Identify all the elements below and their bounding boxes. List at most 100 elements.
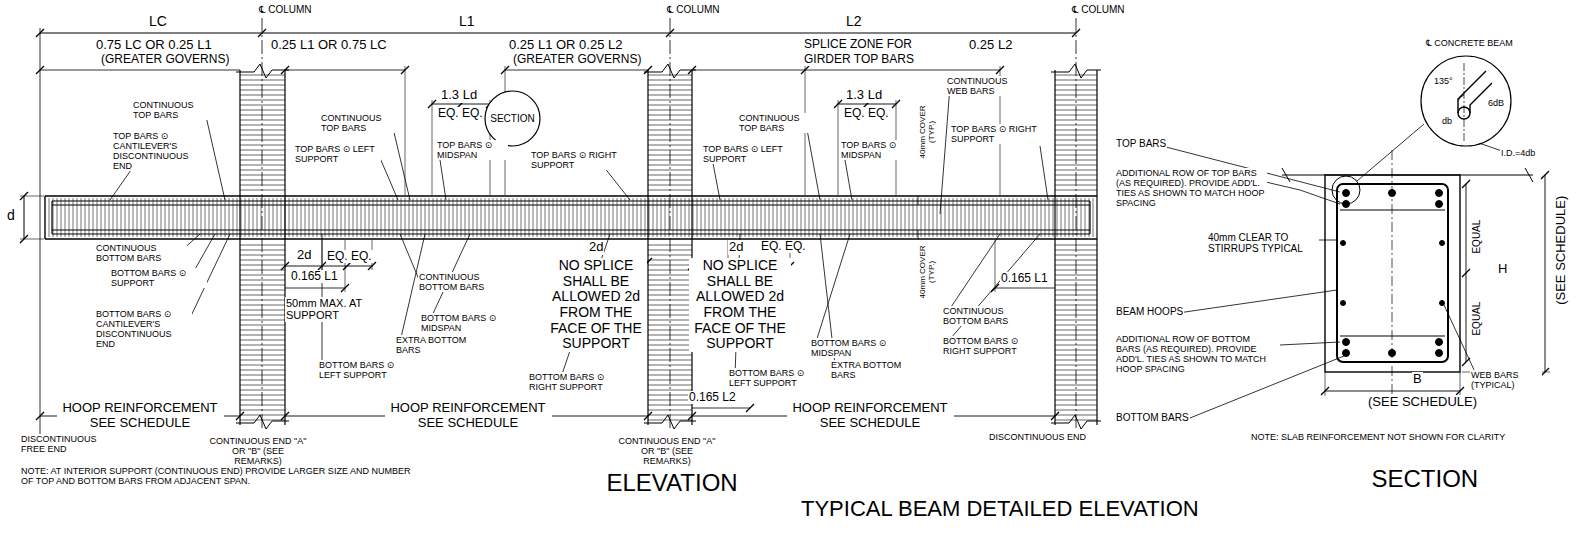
web-bar xyxy=(1341,301,1346,306)
annotation-label: 0.165 L2 xyxy=(688,391,737,404)
annotation-label: TOP BARS ⊙ MIDSPAN xyxy=(840,140,912,160)
dimension-tick xyxy=(1541,171,1549,179)
column-centerline xyxy=(262,18,263,430)
annotation-label: EQ. EQ. xyxy=(760,240,807,253)
annotation-label: EQ. EQ. xyxy=(437,107,484,120)
annotation-label: HOOP REINFORCEMENT SEE SCHEDULE xyxy=(385,401,552,430)
beam-hoops xyxy=(49,198,1093,237)
dimension-tick xyxy=(281,66,289,74)
rotated-dimension-label: EQUAL xyxy=(1471,218,1482,254)
annotation-label: I.D.=4db xyxy=(1500,148,1536,158)
annotation-label: NOTE: SLAB REINFORCEMENT NOT SHOWN FOR C… xyxy=(1250,432,1506,442)
annotation-label: TOP BARS ⊙ LEFT SUPPORT xyxy=(702,144,789,164)
rebar xyxy=(1343,339,1350,346)
column-face xyxy=(1096,70,1097,425)
dimension-tick xyxy=(1072,29,1080,37)
dimension-line xyxy=(505,70,648,71)
bar-hook xyxy=(1089,201,1090,234)
break-mark xyxy=(236,64,289,78)
annotation-label: DISCONTINUOUS END xyxy=(988,432,1087,442)
annotation-label: d xyxy=(6,208,16,224)
leader-line xyxy=(945,234,1040,345)
leader-line xyxy=(806,124,820,200)
leader-line xyxy=(845,160,852,200)
column-face xyxy=(239,70,240,425)
leader-line xyxy=(1178,290,1337,313)
annotation-label: 2d xyxy=(588,240,604,255)
leader-line xyxy=(1040,146,1048,200)
annotation-label: (SEE SCHEDULE) xyxy=(1367,395,1478,410)
extension-line xyxy=(1460,372,1461,396)
annotation-label: H xyxy=(1497,262,1508,277)
annotation-label: 0.25 L1 OR 0.25 L2 xyxy=(508,38,623,53)
rebar xyxy=(1436,350,1443,357)
beam-outline xyxy=(44,196,45,239)
rotated-dimension-label: (SEE SCHEDULE) xyxy=(1554,194,1569,305)
annotation-label: TOP BARS xyxy=(1115,138,1167,149)
dimension-tick xyxy=(688,412,696,420)
hook-detail-circle: 135° 6dB db xyxy=(1420,55,1512,147)
column-face xyxy=(284,70,285,425)
dimension-line xyxy=(24,196,25,239)
dimension-tick xyxy=(281,262,289,270)
dimension-line xyxy=(40,33,1076,34)
break-mark xyxy=(1525,168,1533,182)
extension-line xyxy=(1325,372,1326,396)
rebar xyxy=(1436,339,1443,346)
web-bar xyxy=(1440,241,1445,246)
dimension-line xyxy=(285,266,372,267)
leader-line xyxy=(392,124,410,200)
dimension-line xyxy=(285,70,405,71)
rebar xyxy=(1343,190,1350,197)
annotation-label: ELEVATION xyxy=(606,470,739,497)
annotation-label: BOTTOM BARS ⊙ LEFT SUPPORT xyxy=(318,360,415,380)
annotation-label: SPLICE ZONE FOR xyxy=(803,38,913,51)
dimension-tick xyxy=(666,29,674,37)
hook-line xyxy=(1458,71,1486,113)
beam-concrete-outline xyxy=(1325,175,1460,372)
annotation-label: BOTTOM BARS ⊙ RIGHT SUPPORT xyxy=(528,372,625,392)
leader-line xyxy=(205,112,225,200)
node-text: 6dB xyxy=(1488,99,1504,109)
detail-callout xyxy=(1332,176,1360,204)
annotation-label: 2d xyxy=(728,240,744,255)
annotation-label: CONTINUOUS BOTTOM BARS xyxy=(942,306,1034,326)
leader-line xyxy=(1280,342,1340,345)
web-bar xyxy=(1440,301,1445,306)
longitudinal-bar xyxy=(52,200,1090,201)
node-text: 135° xyxy=(1434,77,1453,87)
extension-line xyxy=(838,100,839,195)
leader-line xyxy=(712,158,720,200)
annotation-label: CONTINUOUS BOTTOM BARS xyxy=(95,243,187,263)
node-text: db xyxy=(1442,117,1452,127)
extension-line xyxy=(432,100,433,195)
leader-line xyxy=(1357,124,1424,181)
annotation-label: NOTE: AT INTERIOR SUPPORT (CONTINUOUS EN… xyxy=(20,466,412,486)
annotation-label: 50mm MAX. AT SUPPORT xyxy=(285,297,367,322)
extension-line xyxy=(40,28,41,440)
annotation-label: 2d xyxy=(296,248,312,263)
annotation-label: SECTION xyxy=(1371,466,1480,493)
node-circle xyxy=(1421,56,1511,146)
longitudinal-bar xyxy=(52,229,1090,230)
extension-line xyxy=(20,196,44,197)
angle-arc xyxy=(1458,95,1464,101)
annotation-label: CONTINUOUS TOP BARS xyxy=(320,113,397,133)
annotation-label: 0.25 L2 xyxy=(968,38,1013,53)
annotation-label: NO SPLICE SHALL BE ALLOWED 2d FROM THE F… xyxy=(545,258,647,352)
beam-centerline xyxy=(1392,150,1393,400)
column-face xyxy=(691,70,692,425)
annotation-label: 1.3 Ld xyxy=(845,88,883,103)
dimension-tick xyxy=(644,66,652,74)
annotation-label: BOTTOM BARS ⊙ MIDSPAN xyxy=(810,338,907,358)
leader-line xyxy=(815,234,850,345)
dimension-line xyxy=(285,288,345,289)
column-ties xyxy=(240,75,1097,420)
annotation-label: 1.3 Ld xyxy=(440,88,478,103)
dimension-tick xyxy=(281,412,289,420)
column-centerline xyxy=(670,18,671,430)
annotation-label: (GREATER GOVERNS) xyxy=(512,53,642,66)
annotation-label: TOP BARS ⊙ RIGHT SUPPORT xyxy=(950,124,1044,144)
leader-line xyxy=(945,234,1000,316)
bar-circle xyxy=(1458,107,1470,119)
